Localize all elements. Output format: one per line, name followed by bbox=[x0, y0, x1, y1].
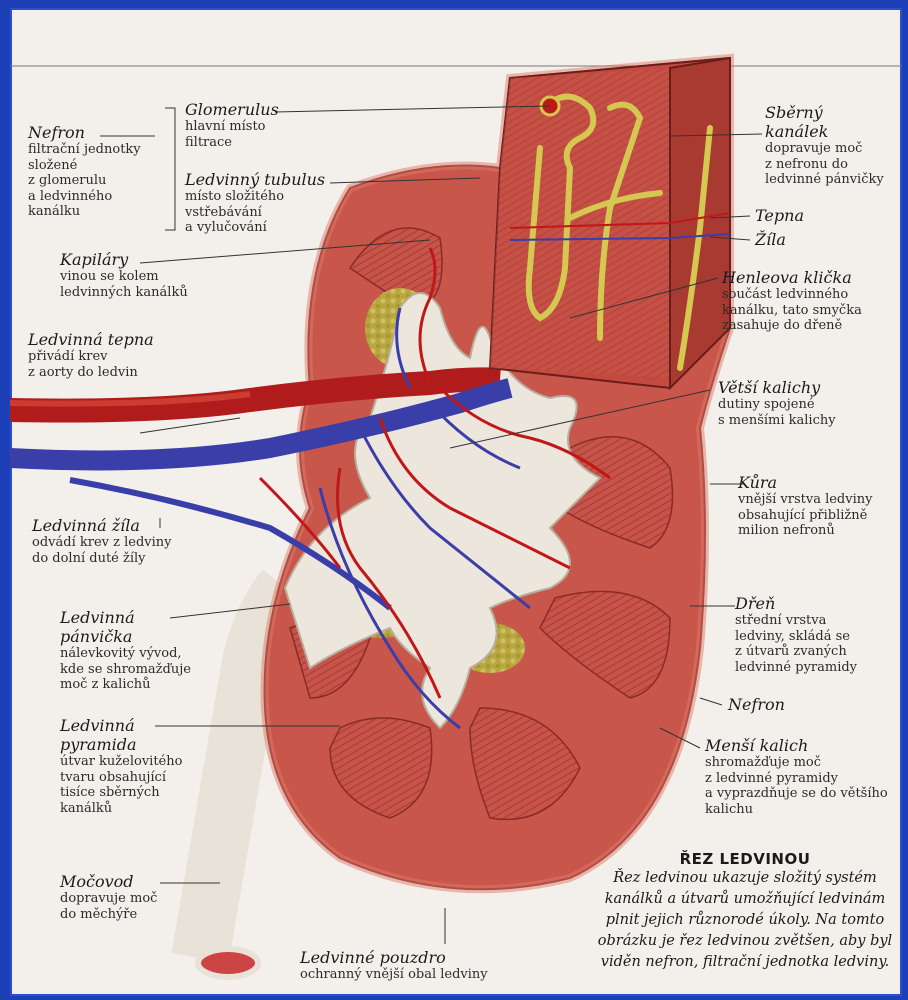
label-pyramida-title: Ledvinná pyramida bbox=[60, 716, 230, 754]
label-nefron-right: Nefron bbox=[728, 695, 828, 714]
label-ledvinna-zila-desc: odvádí krev z ledviny do dolní duté žíly bbox=[32, 535, 222, 566]
label-pyramida-desc: útvar kuželovitého tvaru obsahující tisí… bbox=[60, 754, 230, 816]
ureter-opening bbox=[198, 949, 258, 977]
label-kapilary-desc: vinou se kolem ledvinných kanálků bbox=[60, 269, 230, 300]
label-tubulus: Ledvinný tubulus místo složitého vstřebá… bbox=[185, 170, 345, 236]
label-mocovod-title: Močovod bbox=[60, 872, 210, 891]
label-nefron-title: Nefron bbox=[28, 123, 178, 142]
label-kura-desc: vnější vrstva ledviny obsahující přibliž… bbox=[738, 492, 898, 539]
label-mocovod: Močovod dopravuje moč do měchýře bbox=[60, 872, 210, 922]
label-pouzdro: Ledvinné pouzdro ochranný vnější obal le… bbox=[300, 948, 520, 983]
label-henle-desc: součást ledvinného kanálku, tato smyčka … bbox=[722, 287, 897, 334]
label-ledvinna-tepna-desc: přivádí krev z aorty do ledvin bbox=[28, 349, 198, 380]
label-zila: Žíla bbox=[755, 230, 855, 249]
label-nefron: Nefron filtrační jednotky složené z glom… bbox=[28, 123, 178, 220]
label-ledvinna-tepna-title: Ledvinná tepna bbox=[28, 330, 198, 349]
label-sberny-desc: dopravuje moč z nefronu do ledvinné pánv… bbox=[765, 141, 900, 188]
label-kura: Kůra vnější vrstva ledviny obsahující př… bbox=[738, 473, 898, 539]
label-panvicka: Ledvinná pánvička nálevkovitý vývod, kde… bbox=[60, 608, 230, 693]
label-mensi-kalich: Menší kalich shromažďuje moč z ledvinné … bbox=[705, 736, 895, 817]
label-zila-title: Žíla bbox=[755, 230, 855, 249]
caption-body: Řez ledvinou ukazuje složitý systém kaná… bbox=[595, 868, 895, 973]
label-sberny-kanalek: Sběrný kanálek dopravuje moč z nefronu d… bbox=[765, 103, 900, 188]
label-mensi-desc: shromažďuje moč z ledvinné pyramidy a vy… bbox=[705, 755, 895, 817]
label-tepna-title: Tepna bbox=[755, 206, 855, 225]
label-ledvinna-zila: Ledvinná žíla odvádí krev z ledviny do d… bbox=[32, 516, 222, 566]
label-glomerulus-title: Glomerulus bbox=[185, 100, 335, 119]
caption: ŘEZ LEDVINOU Řez ledvinou ukazuje složit… bbox=[595, 850, 895, 973]
label-dren-title: Dřeň bbox=[735, 594, 895, 613]
label-dren-desc: střední vrstva ledviny, skládá se z útva… bbox=[735, 613, 895, 675]
label-henle-title: Henleova klička bbox=[722, 268, 897, 287]
label-panvicka-desc: nálevkovitý vývod, kde se shromažďuje mo… bbox=[60, 646, 230, 693]
label-nefron-desc: filtrační jednotky složené z glomerulu a… bbox=[28, 142, 178, 220]
label-mensi-title: Menší kalich bbox=[705, 736, 895, 755]
label-mocovod-desc: dopravuje moč do měchýře bbox=[60, 891, 210, 922]
label-pyramida: Ledvinná pyramida útvar kuželovitého tva… bbox=[60, 716, 230, 816]
label-vetsi-desc: dutiny spojené s menšími kalichy bbox=[718, 397, 888, 428]
label-pouzdro-title: Ledvinné pouzdro bbox=[300, 948, 520, 967]
caption-heading: ŘEZ LEDVINOU bbox=[595, 850, 895, 868]
label-kapilary-title: Kapiláry bbox=[60, 250, 230, 269]
label-sberny-title: Sběrný kanálek bbox=[765, 103, 900, 141]
label-kura-title: Kůra bbox=[738, 473, 898, 492]
label-tepna: Tepna bbox=[755, 206, 855, 225]
label-panvicka-title: Ledvinná pánvička bbox=[60, 608, 230, 646]
label-ledvinna-zila-title: Ledvinná žíla bbox=[32, 516, 222, 535]
label-tubulus-title: Ledvinný tubulus bbox=[185, 170, 345, 189]
label-henleova-klicka: Henleova klička součást ledvinného kanál… bbox=[722, 268, 897, 334]
label-nefron2-title: Nefron bbox=[728, 695, 828, 714]
label-vetsi-title: Větší kalichy bbox=[718, 378, 888, 397]
label-pouzdro-desc: ochranný vnější obal ledviny bbox=[300, 967, 520, 983]
label-dren: Dřeň střední vrstva ledviny, skládá se z… bbox=[735, 594, 895, 675]
label-kapilary: Kapiláry vinou se kolem ledvinných kanál… bbox=[60, 250, 230, 300]
label-tubulus-desc: místo složitého vstřebávání a vylučování bbox=[185, 189, 345, 236]
label-vetsi-kalichy: Větší kalichy dutiny spojené s menšími k… bbox=[718, 378, 888, 428]
label-ledvinna-tepna: Ledvinná tepna přivádí krev z aorty do l… bbox=[28, 330, 198, 380]
label-glomerulus-desc: hlavní místo filtrace bbox=[185, 119, 335, 150]
label-glomerulus: Glomerulus hlavní místo filtrace bbox=[185, 100, 335, 150]
diagram-frame: Nefron filtrační jednotky složené z glom… bbox=[10, 8, 902, 996]
